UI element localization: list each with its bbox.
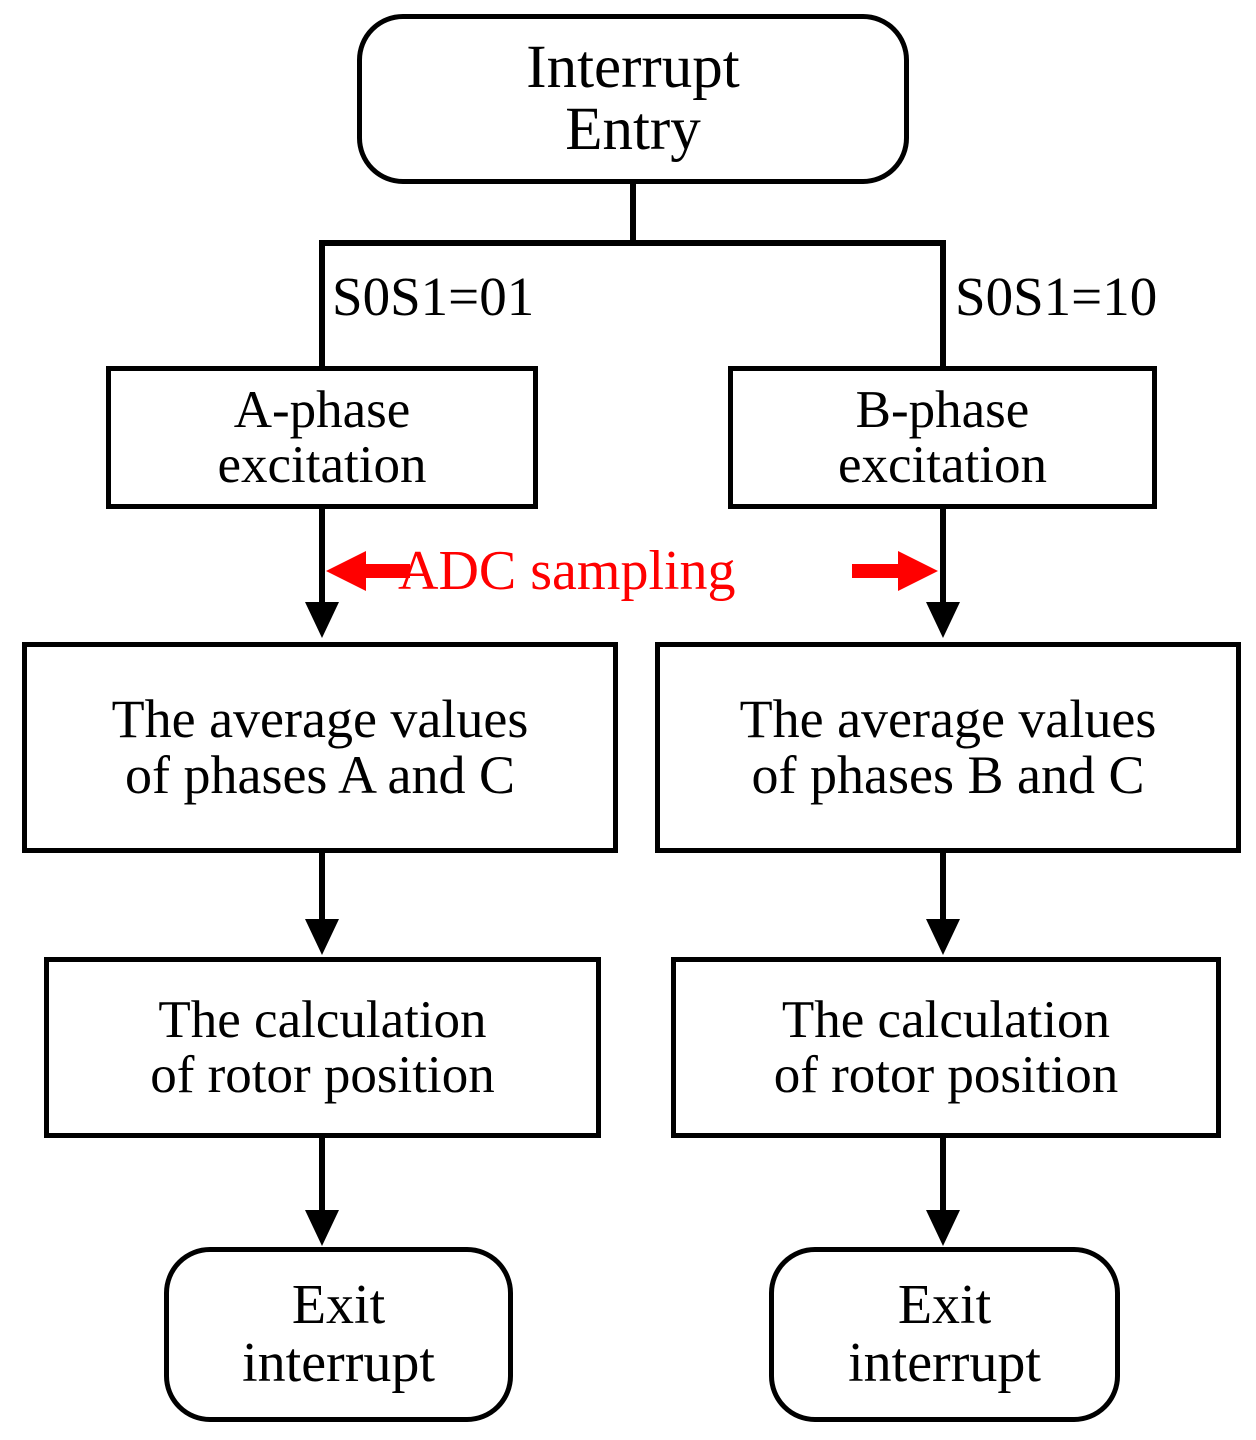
arrowhead-calc-to-exit-right [926, 1210, 960, 1246]
connector-avgbc-to-calc [940, 852, 946, 924]
connector-calc-to-exit-left [319, 1137, 325, 1215]
connector-calc-to-exit-right [940, 1137, 946, 1215]
adc-sampling-label: ADC sampling [398, 540, 736, 602]
connector-avgac-to-calc [319, 852, 325, 924]
adc-arrow-right-head [898, 551, 938, 591]
arrowhead-calc-to-exit-left [305, 1210, 339, 1246]
node-exit-interrupt-right: Exit interrupt [769, 1247, 1120, 1422]
arrowhead-aphase-to-avg [305, 602, 339, 638]
node-exit-interrupt-left: Exit interrupt [164, 1247, 513, 1422]
arrowhead-avgac-to-calc [305, 919, 339, 955]
connector-bphase-to-avg [940, 508, 946, 608]
node-b-phase-excitation: B-phase excitation [728, 366, 1157, 509]
arrowhead-bphase-to-avg [926, 602, 960, 638]
arrowhead-avgbc-to-calc [926, 919, 960, 955]
branch-label-right: S0S1=10 [955, 266, 1158, 327]
adc-arrow-right-bar [852, 564, 900, 578]
node-calculation-rotor-position-right: The calculation of rotor position [671, 957, 1221, 1138]
branch-label-left: S0S1=01 [332, 266, 535, 327]
adc-arrow-left-head [326, 551, 366, 591]
connector-entry-stem [630, 182, 636, 246]
node-calculation-rotor-position-left: The calculation of rotor position [44, 957, 601, 1138]
node-average-values-b-c: The average values of phases B and C [655, 642, 1241, 853]
connector-aphase-to-avg [319, 508, 325, 608]
node-a-phase-excitation: A-phase excitation [106, 366, 538, 509]
node-average-values-a-c: The average values of phases A and C [22, 642, 618, 853]
connector-branch-left [319, 240, 325, 368]
node-interrupt-entry: Interrupt Entry [357, 14, 909, 184]
adc-arrow-left-bar [364, 564, 410, 578]
connector-branch-bar [319, 240, 946, 246]
connector-branch-right [940, 240, 946, 368]
